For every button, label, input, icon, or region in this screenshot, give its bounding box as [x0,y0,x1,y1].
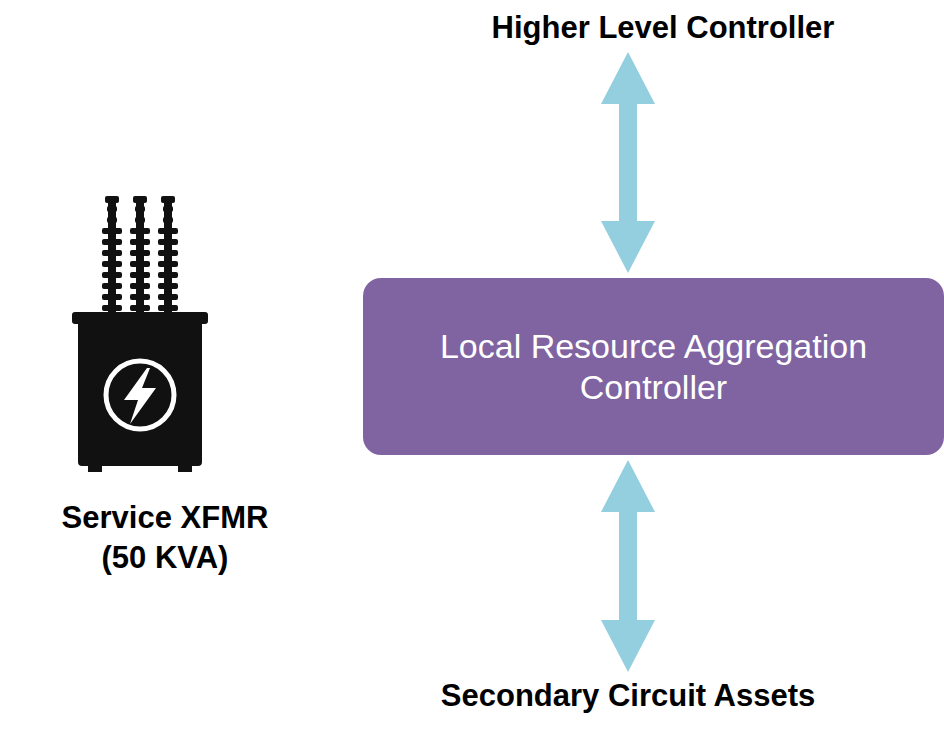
title-node: Higher Level Controller [492,10,835,46]
node-text: Local Resource Aggregation Controller [383,326,924,408]
controller-box: Local Resource Aggregation Controller [363,278,944,455]
title-node: Secondary Circuit Assets [441,678,815,714]
double-arrow [601,52,655,273]
double-arrow [601,460,655,672]
node-text: Higher Level Controller [492,10,835,46]
transformer-label: Service XFMR (50 KVA) [40,498,290,579]
node-text: Secondary Circuit Assets [441,678,815,714]
